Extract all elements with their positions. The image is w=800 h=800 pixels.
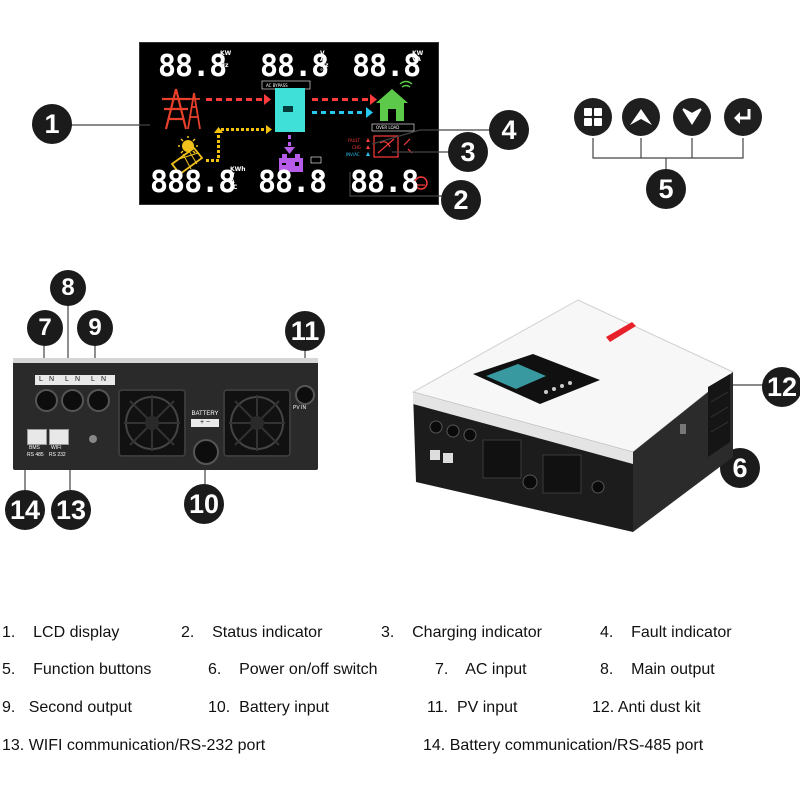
arrow-pv-to-inverter — [206, 125, 272, 162]
chg-label: CHG — [352, 145, 361, 150]
legend-item-4: 4. Fault indicator — [600, 624, 732, 641]
battery-polarity-label: + − — [191, 419, 219, 427]
rs485-label: RS 485 — [27, 452, 44, 458]
ac-bypass-label: AC BYPASS — [266, 83, 288, 88]
power-switch-icon — [680, 424, 686, 434]
inv-ac-label: INV/AC — [346, 152, 360, 157]
pv-panel-icon — [170, 136, 204, 176]
bms-rs485-port[interactable] — [27, 429, 47, 445]
second-output-terminal[interactable] — [87, 389, 110, 412]
callout-9: 9 — [77, 310, 113, 346]
cooling-fan-left — [118, 389, 186, 457]
legend-item-6: 6. Power on/off switch — [208, 661, 378, 678]
grid-menu-icon — [584, 108, 602, 126]
arrow-down-icon — [682, 108, 702, 125]
lcd-readout-top-2: 88.8 — [260, 49, 329, 84]
legend-item-2: 2. Status indicator — [181, 624, 323, 641]
callout-7: 7 — [27, 310, 63, 346]
wifi-rs232-port[interactable] — [49, 429, 69, 445]
arrow-inverter-to-home-cyan — [312, 107, 373, 118]
function-button-enter[interactable] — [724, 98, 762, 136]
rs232-label: RS 232 — [49, 452, 66, 458]
callout-14: 14 — [5, 490, 45, 530]
rear-panel: L N L N L N BATTERY + − PV IN BMS RS 485… — [13, 358, 318, 470]
legend-item-8: 8. Main output — [600, 661, 715, 678]
legend-item-5: 5. Function buttons — [2, 661, 152, 678]
lcd-readout-bottom-2: 88.8 — [258, 165, 327, 200]
lcd-readout-bottom-3: 88.8 — [350, 165, 419, 200]
callout-3: 3 — [448, 132, 488, 172]
home-icon — [376, 80, 413, 121]
legend-item-9: 9. Second output — [2, 699, 132, 716]
legend-item-13: 13. WIFI communication/RS-232 port — [2, 737, 266, 754]
ac-input-terminal[interactable] — [35, 389, 58, 412]
bms-label: BMS — [29, 445, 40, 451]
callout-2: 2 — [441, 180, 481, 220]
function-button-down[interactable] — [673, 98, 711, 136]
lcd-energy-flow-graphic — [162, 80, 428, 190]
main-output-terminal[interactable] — [61, 389, 84, 412]
inverter-product-photo — [411, 299, 734, 532]
battery-label: BATTERY — [191, 411, 219, 417]
callout-8: 8 — [50, 270, 86, 306]
legend-item-12: 12. Anti dust kit — [592, 699, 701, 716]
callout-10: 10 — [184, 484, 224, 524]
status-indicator-icons — [366, 135, 413, 158]
callout-12: 12 — [762, 367, 800, 407]
pv-input-terminal[interactable] — [295, 385, 315, 405]
battery-input-terminal[interactable] — [193, 439, 219, 465]
overload-indicator-icon — [414, 176, 428, 190]
callout-5: 5 — [646, 169, 686, 209]
function-button-up[interactable] — [622, 98, 660, 136]
wifi-label: WIFI — [51, 445, 62, 451]
legend-item-1: 1. LCD display — [2, 624, 120, 641]
cooling-fan-right — [223, 389, 291, 457]
pv-label: PV IN — [293, 405, 307, 411]
function-button-menu[interactable] — [574, 98, 612, 136]
lcd-readout-bottom-1: 888.8 — [150, 165, 236, 200]
grid-tower-icon — [162, 88, 201, 130]
battery-icon — [279, 154, 303, 172]
legend-item-14: 14. Battery communication/RS-485 port — [423, 737, 704, 754]
arrow-inverter-to-home — [312, 94, 377, 105]
lcd-readout-top-1: 88.8 — [158, 49, 227, 84]
callout-1: 1 — [32, 104, 72, 144]
enter-icon — [734, 109, 751, 124]
ac-terminal-label-strip: L N L N L N — [35, 375, 115, 385]
callout-11: 11 — [285, 311, 325, 351]
legend-item-3: 3. Charging indicator — [381, 624, 542, 641]
arrow-inverter-to-battery — [284, 135, 295, 154]
ground-screw — [89, 435, 97, 443]
arrow-up-icon — [630, 109, 652, 125]
legend-item-7: 7. AC input — [435, 661, 527, 678]
legend-item-11: 11. PV input — [427, 699, 518, 716]
legend-item-10: 10. Battery input — [208, 699, 329, 716]
callout-13: 13 — [51, 490, 91, 530]
lcd-readout-top-3: 88.8 — [352, 49, 421, 84]
over-load-label: OVER LOAD — [376, 125, 400, 130]
arrow-grid-to-inverter — [206, 94, 271, 105]
fault-label: FAULT — [348, 138, 360, 143]
callout-4: 4 — [489, 110, 529, 150]
